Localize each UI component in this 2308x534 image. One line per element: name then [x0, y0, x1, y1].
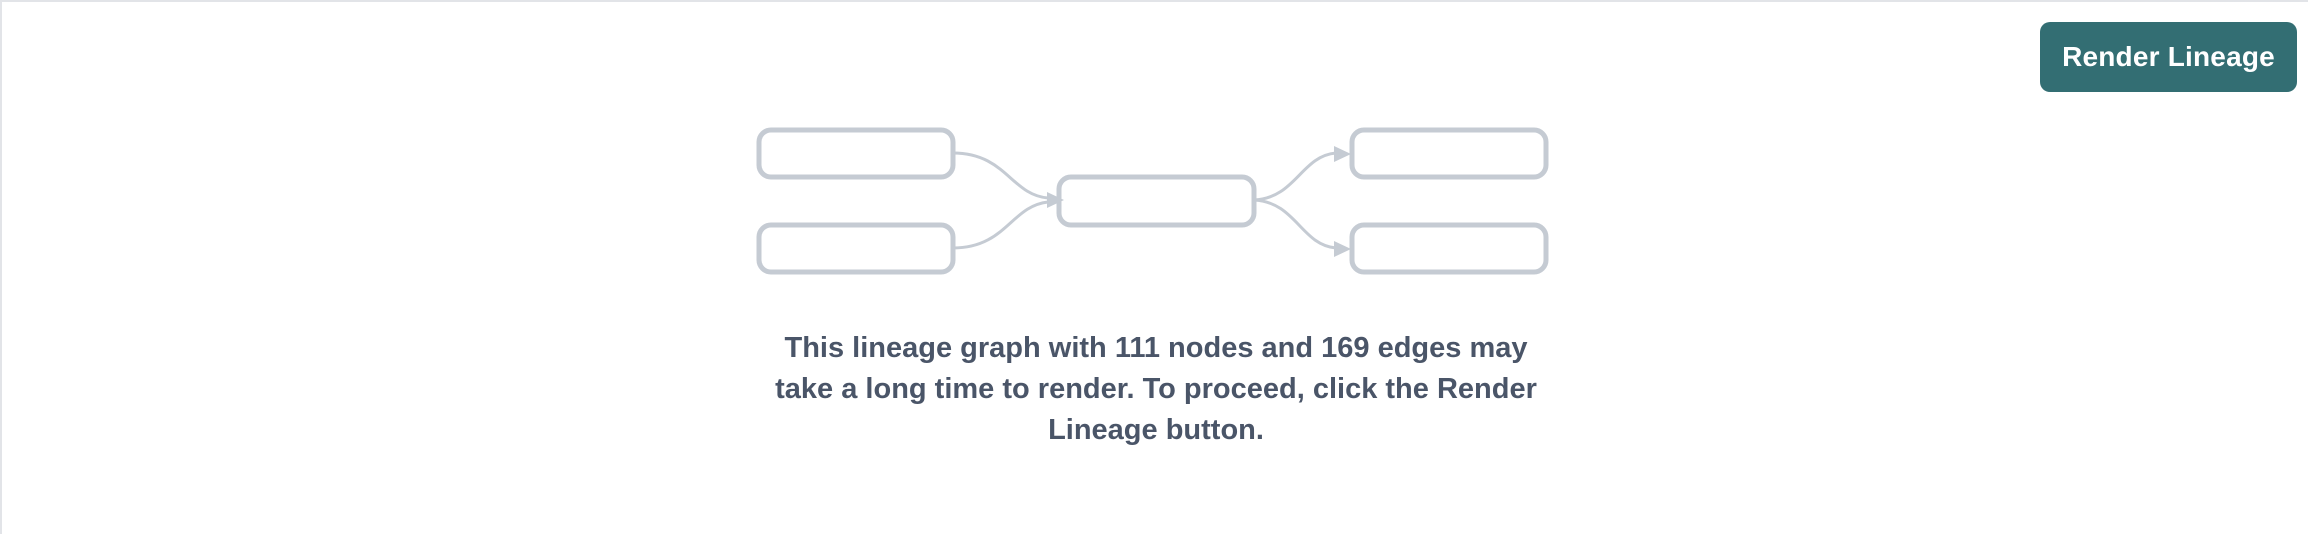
render-lineage-button[interactable]: Render Lineage — [2040, 22, 2297, 92]
lineage-placeholder-message: This lineage graph with 111 nodes and 16… — [775, 332, 1537, 447]
graph-node — [1349, 127, 1549, 180]
graph-edge — [1253, 151, 1337, 202]
graph-edge-arrowhead — [1334, 146, 1351, 162]
lineage-graph-icon — [756, 127, 1549, 275]
graph-edge-arrowhead — [1047, 192, 1064, 208]
graph-node — [756, 127, 956, 180]
graph-edge-arrowhead — [1334, 241, 1351, 257]
graph-edge — [952, 151, 1049, 200]
graph-node — [756, 222, 956, 275]
graph-node — [1349, 222, 1549, 275]
graph-node — [1056, 174, 1257, 228]
graph-edge — [952, 200, 1049, 250]
graph-edge — [1253, 198, 1337, 250]
